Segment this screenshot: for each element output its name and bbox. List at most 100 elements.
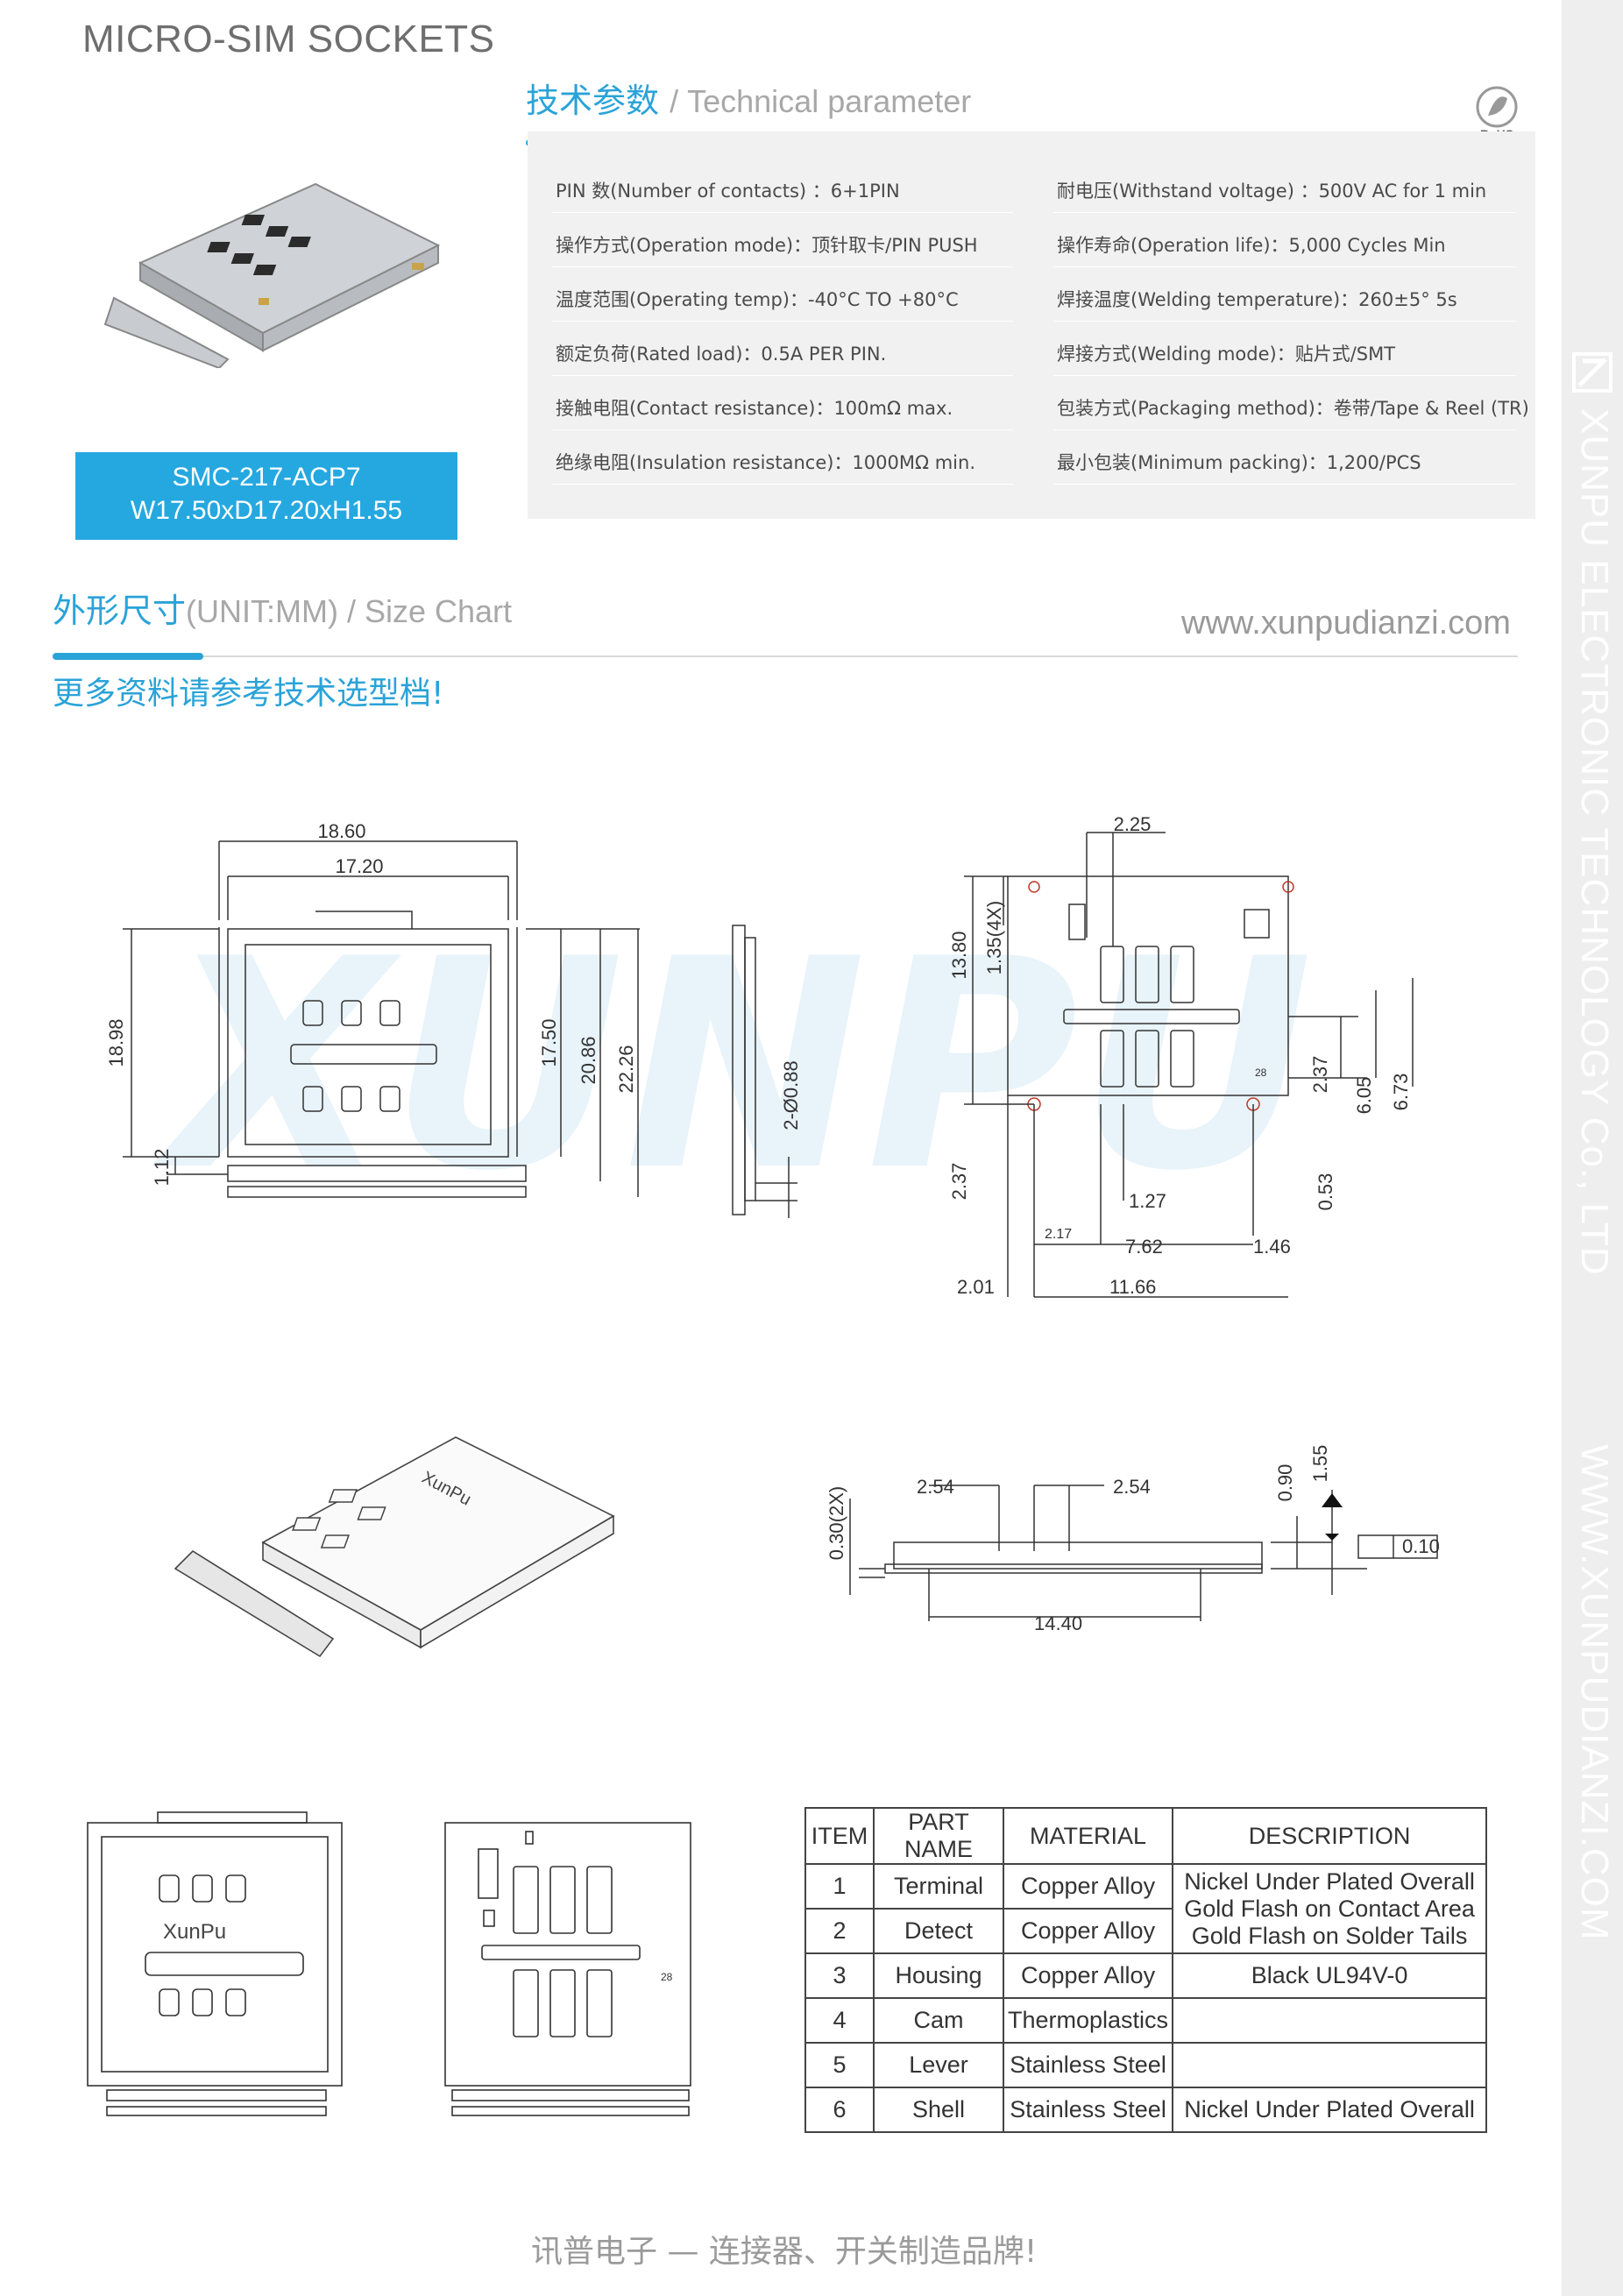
param-welding-mode: 焊接方式(Welding mode)：贴片式/SMT [1057,344,1396,365]
drawing-front-view: 0.30(2X) 2.54 2.54 0.90 1.55 0.10 14.40 [824,1437,1464,1648]
table-row: 4 Cam Thermoplastics [804,1997,1488,2044]
drawing-side-view: 2-Ø0.88 [719,920,815,1227]
bom-col-item: ITEM [804,1807,875,1865]
size-section-title: 外形尺寸(UNIT:MM) / Size Chart [53,584,512,632]
bom-material: Stainless Steel [1002,2087,1174,2133]
param-packaging: 包装方式(Packaging method)：卷带/Tape & Reel (T… [1057,398,1529,419]
dim-1-35-4x: 1.35(4X) [983,901,1005,974]
param-welding-temp: 焊接温度(Welding temperature)：260±5° 5s [1057,289,1457,310]
bom-part: Cam [873,1997,1004,2044]
bom-item: 4 [804,1997,875,2044]
bom-col-material: MATERIAL [1002,1807,1174,1865]
drawing-bottom-view: 28 [429,1805,710,2129]
tech-title-en: / Technical parameter [670,83,972,119]
dim-2-37-right: 2.37 [1309,1056,1331,1094]
dim-1-46: 1.46 [1253,1236,1291,1258]
dim-0-53: 0.53 [1315,1173,1336,1211]
dim-2-54-right: 2.54 [1113,1476,1151,1498]
table-row: 5 Lever Stainless Steel [804,2042,1488,2088]
bom-part: Lever [873,2042,1004,2088]
bom-item: 2 [804,1908,875,1954]
dim-7-62: 7.62 [1125,1236,1163,1258]
size-title-en: (UNIT:MM) / Size Chart [186,593,513,629]
model-info-box: SMC-217-ACP7 W17.50xD17.20xH1.55 [75,452,457,540]
bom-part: Detect [873,1908,1004,1954]
param-operation-mode: 操作方式(Operation mode)：顶针取卡/PIN PUSH [556,235,978,256]
bom-table: ITEM PART NAME MATERIAL DESCRIPTION 1 Te… [804,1807,1488,2133]
param-operating-temp: 温度范围(Operating temp)：-40°C TO +80°C [556,289,959,310]
size-title-rule [53,655,1518,657]
param-rated-load: 额定负荷(Rated load)：0.5A PER PIN. [556,344,887,365]
bom-col-part-name: PART NAME [873,1807,1004,1865]
bom-desc-line: Gold Flash on Contact Area [1184,1895,1475,1922]
drawing-top-view: 18.60 17.20 18.98 1.12 17.50 20.86 22.26 [96,820,675,1297]
drawing-top-view-2: XunPu [79,1805,359,2129]
bom-desc: Nickel Under Plated Overall [1172,2087,1488,2133]
dim-18-98: 18.98 [105,1018,127,1067]
bom-part: Terminal [873,1863,1004,1910]
bom-desc-line: Gold Flash on Solder Tails [1191,1922,1468,1949]
product-photo [88,167,456,370]
footer-slogan: 讯普电子 — 连接器、开关制造品牌! [531,2234,1038,2270]
table-row: 1 Terminal Copper Alloy Nickel Under Pla… [804,1863,1488,1954]
bom-part: Shell [873,2087,1004,2133]
size-title-cn: 外形尺寸 [53,592,187,630]
param-contact-resistance: 接触电阻(Contact resistance)：100mΩ max. [556,398,953,419]
dim-2-54-left: 2.54 [917,1476,954,1498]
xunpu-logo-top: XunPu [163,1920,226,1944]
dim-17-20: 17.20 [335,855,383,877]
bom-material: Stainless Steel [1002,2042,1174,2088]
bom-item: 5 [804,2042,875,2088]
bom-header-row: ITEM PART NAME MATERIAL DESCRIPTION [804,1807,1488,1865]
dim-2-01: 2.01 [957,1276,995,1298]
param-min-packing: 最小包装(Minimum packing)：1,200/PCS [1057,452,1421,473]
bom-material: Copper Alloy [1002,1863,1174,1910]
watermark-text: XUNPU [148,897,1313,1234]
param-operation-life: 操作寿命(Operation life)：5,000 Cycles Min [1057,235,1446,256]
drawing-pcb-layout: 2.25 13.80 1.35(4X) 2.37 2.37 6.05 6.73 … [903,813,1446,1315]
flatness-0-10: 0.10 [1402,1535,1440,1557]
bom-desc: Black UL94V-0 [1172,1952,1488,1999]
param-insulation-resistance: 绝缘电阻(Insulation resistance)：1000MΩ min. [556,452,975,473]
bom-material: Thermoplastics [1002,1997,1174,2044]
bom-item: 3 [804,1952,875,1999]
bom-part: Housing [873,1952,1004,1999]
tech-title-cn: 技术参数 [526,81,660,120]
dim-6-05: 6.05 [1353,1077,1375,1115]
dim-2-37-left: 2.37 [948,1163,970,1201]
tech-section-title: 技术参数 / Technical parameter [526,74,971,122]
dim-0-90: 0.90 [1274,1464,1296,1502]
dim-18-60: 18.60 [317,824,365,842]
param-panel [528,131,1535,519]
dim-22-26: 22.26 [615,1045,637,1093]
part-number: SMC-217-ACP7 [172,463,361,492]
drawing-isometric: XunPu [158,1420,631,1700]
param-withstand-voltage: 耐电压(Withstand voltage) ：500V AC for 1 mi… [1057,181,1487,202]
param-contacts: PIN 数(Number of contacts) ：6+1PIN [556,181,900,202]
dim-1-12: 1.12 [151,1149,173,1187]
pcb-marking-2: 28 [661,1971,673,1983]
bom-item: 1 [804,1863,875,1910]
dim-17-50: 17.50 [538,1018,560,1067]
dim-20-86: 20.86 [578,1036,599,1084]
bom-material: Copper Alloy [1002,1908,1174,1954]
dim-1-55: 1.55 [1309,1445,1331,1483]
bom-material: Copper Alloy [1002,1952,1174,1999]
dim-14-40: 14.40 [1034,1612,1082,1634]
dim-2-17: 2.17 [1045,1227,1072,1242]
dim-2-d0-88: 2-Ø0.88 [780,1060,802,1130]
dim-2-25: 2.25 [1114,815,1152,835]
table-row: 6 Shell Stainless Steel Nickel Under Pla… [804,2087,1488,2133]
bom-item: 6 [804,2087,875,2133]
dim-0-30-2x: 0.30(2X) [826,1486,847,1560]
product-line-title: MICRO-SIM SOCKETS [82,18,495,60]
reference-note: 更多资料请参考技术选型档! [53,676,444,712]
xunpu-watermark: XUNPU [131,876,1446,1244]
website-url[interactable]: www.xunpudianzi.com [1181,605,1511,641]
table-row: 3 Housing Copper Alloy Black UL94V-0 [804,1952,1488,1999]
dim-1-27: 1.27 [1129,1190,1166,1212]
bom-col-description: DESCRIPTION [1172,1807,1488,1865]
pcb-marking: 28 [1255,1067,1267,1079]
size-title-accent [53,653,203,660]
bom-desc [1172,1997,1488,2044]
